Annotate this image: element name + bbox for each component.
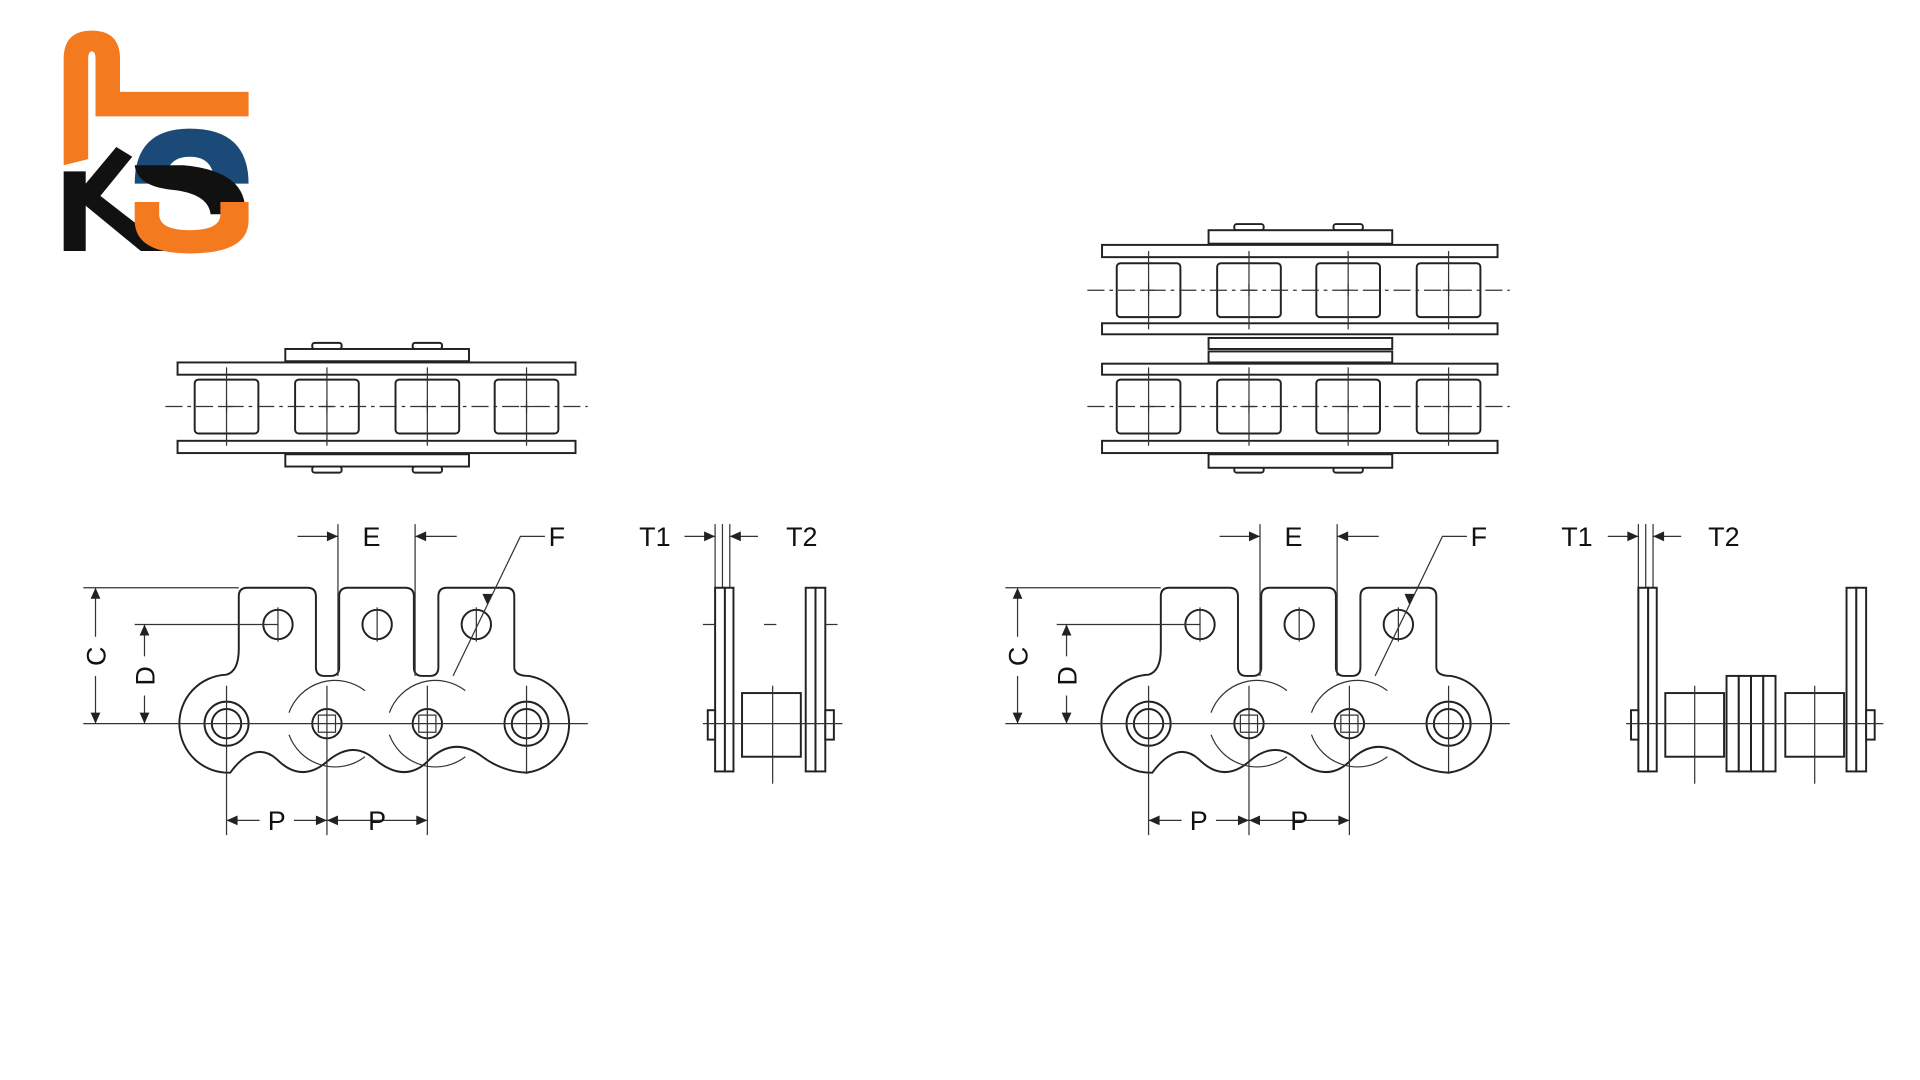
- leader-f: [452, 535, 545, 677]
- end-view-double-strand: [1607, 524, 1884, 784]
- middle-plate: [1207, 350, 1394, 364]
- arrow-head: [1248, 531, 1260, 542]
- link-plate: [723, 586, 735, 773]
- arrow-head: [1338, 815, 1350, 826]
- inner-plate: [284, 348, 470, 363]
- dim-label-t2: T2: [786, 522, 817, 552]
- arrow-head: [1061, 624, 1072, 636]
- dim-label-c: C: [81, 647, 111, 666]
- dim-label-t1: T1: [639, 522, 670, 552]
- outer-plate: [1101, 362, 1499, 376]
- dim-label-p: P: [1290, 806, 1308, 836]
- arrow-head: [326, 815, 338, 826]
- link-lobe-lines: [1210, 679, 1388, 768]
- arrow-head: [416, 815, 428, 826]
- side-view-double-strand: [1005, 524, 1510, 836]
- dim-label-e: E: [362, 522, 380, 552]
- end-view-single-strand: [684, 524, 843, 784]
- arrow-head: [729, 531, 741, 542]
- dim-label-t1: T1: [1561, 522, 1592, 552]
- dim-label-p: P: [1190, 806, 1208, 836]
- outer-plate: [176, 439, 577, 455]
- link-plate: [1647, 586, 1658, 773]
- pin-head: [1865, 709, 1876, 741]
- dim-label-d: D: [1052, 666, 1082, 685]
- pin-head: [824, 709, 835, 741]
- inner-plate: [1207, 229, 1394, 245]
- pin-head: [1630, 709, 1640, 741]
- link-lobe-lines: [288, 679, 466, 768]
- arrow-head: [326, 531, 338, 542]
- logo-orange-hook: [63, 30, 249, 166]
- outer-plate: [176, 361, 577, 376]
- logo-s-bottom: [134, 202, 249, 254]
- link-plate: [1845, 586, 1858, 773]
- outer-plate: [1101, 439, 1499, 455]
- arrow-head: [1012, 587, 1023, 599]
- roller: [741, 692, 802, 758]
- attachment-plate: [714, 586, 726, 773]
- dim-label-p: P: [268, 806, 286, 836]
- link-plate: [804, 586, 817, 773]
- arrow-head: [415, 531, 427, 542]
- arrow-head: [1337, 531, 1349, 542]
- ks-logo: [63, 30, 249, 254]
- arrow-head: [90, 587, 101, 599]
- middle-plate: [1207, 336, 1394, 350]
- inner-plate: [1207, 453, 1394, 469]
- inner-plate: [284, 453, 470, 468]
- dim-label-f: F: [1471, 522, 1487, 552]
- arrow-head: [482, 593, 493, 605]
- side-view-single-strand: [83, 524, 588, 836]
- logo-s-middle: [134, 165, 246, 215]
- dim-label-f: F: [549, 522, 565, 552]
- arrow-head: [1404, 593, 1415, 605]
- outer-plate: [1101, 243, 1499, 259]
- dim-label-t2: T2: [1708, 522, 1739, 552]
- single-strand-labels: E F T1 T2 C D P P: [81, 522, 817, 836]
- attachment-plate: [1855, 586, 1868, 773]
- top-view-single-strand: [165, 341, 588, 474]
- arrow-head: [704, 531, 716, 542]
- arrow-head: [1653, 531, 1665, 542]
- arrow-head: [1627, 531, 1639, 542]
- double-strand-labels: E F T1 T2 C D P P: [1003, 522, 1739, 836]
- outer-plate: [1101, 322, 1499, 336]
- dim-label-d: D: [130, 666, 160, 685]
- logo-k-letter: [63, 146, 172, 252]
- arrow-head: [1012, 712, 1023, 724]
- attachment-plate: [814, 586, 827, 773]
- arrow-head: [226, 815, 238, 826]
- pin-head: [706, 709, 717, 741]
- arrow-head: [1148, 815, 1160, 826]
- arrow-head: [1248, 815, 1260, 826]
- dim-label-p: P: [368, 806, 386, 836]
- arrow-head: [1061, 712, 1072, 724]
- arrow-head: [90, 712, 101, 724]
- dim-label-c: C: [1003, 647, 1033, 666]
- leader-f: [1374, 535, 1467, 677]
- dim-label-e: E: [1284, 522, 1302, 552]
- attachment-plate: [1637, 586, 1650, 773]
- arrow-head: [315, 815, 327, 826]
- arrow-head: [139, 624, 150, 636]
- arrow-head: [1237, 815, 1249, 826]
- top-view-double-strand: [1087, 223, 1510, 474]
- arrow-head: [139, 712, 150, 724]
